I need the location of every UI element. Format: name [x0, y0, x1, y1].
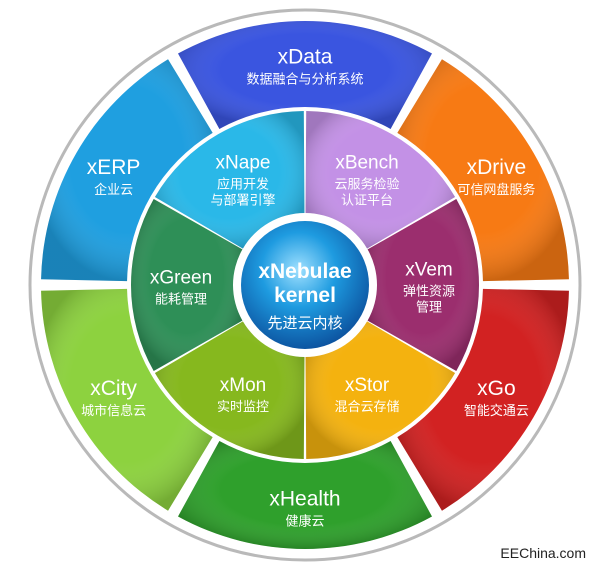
inner-segment-xgreen: xGreen 能耗管理 — [131, 199, 243, 371]
center-hub — [241, 221, 369, 349]
inner-segment-shade — [154, 321, 305, 459]
outer-title-xerp: xERP — [87, 156, 141, 179]
outer-desc-xdrive: 可信网盘服务 — [457, 182, 535, 198]
center-title-line1: xNebulae — [258, 260, 351, 283]
outer-title-xhealth: xHealth — [269, 487, 340, 510]
center-title-line2: kernel — [274, 284, 336, 307]
outer-desc-xhealth: 健康云 — [285, 513, 324, 529]
inner-title-xstor: xStor — [345, 375, 390, 396]
inner-segment-shade — [154, 111, 305, 249]
inner-desc-xbench: 认证平台 — [341, 193, 393, 208]
inner-desc-xmon: 实时监控 — [217, 400, 269, 415]
outer-title-xdata: xData — [278, 45, 333, 68]
outer-segment-xcity: xCity 城市信息云 — [41, 288, 213, 511]
inner-title-xmon: xMon — [220, 375, 266, 396]
inner-title-xgreen: xGreen — [150, 268, 212, 289]
outer-segment-xgo: xGo 智能交通云 — [397, 288, 569, 511]
inner-segment-shade — [305, 321, 456, 459]
outer-segment-shade — [41, 288, 213, 511]
inner-desc-xvem: 管理 — [416, 301, 442, 316]
inner-title-xvem: xVem — [405, 260, 453, 281]
inner-desc-xnape: 应用开发 — [217, 176, 269, 192]
center-subtitle: 先进云内核 — [267, 314, 342, 332]
inner-segment-shade — [131, 199, 243, 371]
outer-ring: xData 数据融合与分析系统 xDrive 可信网盘服务 xGo 智能交通云 xHealt… — [41, 21, 569, 549]
inner-title-xnape: xNape — [216, 152, 271, 173]
outer-title-xcity: xCity — [90, 377, 137, 400]
inner-desc-xstor: 混合云存储 — [334, 400, 399, 415]
inner-segment-xstor: xStor 混合云存储 — [305, 321, 456, 459]
watermark: EEChina.com — [500, 545, 586, 561]
outer-title-xdrive: xDrive — [467, 156, 527, 179]
outer-segment-xerp: xERP 企业云 — [41, 59, 213, 282]
outer-title-xgo: xGo — [477, 377, 516, 400]
inner-segment-xmon: xMon 实时监控 — [154, 321, 305, 459]
outer-desc-xcity: 城市信息云 — [81, 403, 146, 419]
outer-segment-shade — [178, 21, 432, 129]
inner-desc-xnape: 与部署引擎 — [210, 193, 275, 208]
outer-segment-shade — [41, 59, 213, 282]
outer-segment-shade — [397, 288, 569, 511]
inner-desc-xgreen: 能耗管理 — [155, 293, 207, 308]
inner-desc-xbench: 云服务检验 — [334, 176, 399, 192]
outer-segment-xhealth: xHealth 健康云 — [178, 441, 432, 549]
inner-title-xbench: xBench — [335, 152, 398, 173]
outer-desc-xgo: 智能交通云 — [464, 403, 529, 419]
outer-desc-xerp: 企业云 — [94, 182, 133, 198]
inner-segment-shade — [305, 111, 456, 249]
outer-segment-xdata: xData 数据融合与分析系统 — [178, 21, 432, 129]
inner-desc-xvem: 弹性资源 — [403, 285, 455, 300]
outer-segment-shade — [178, 441, 432, 549]
outer-segment-shade — [397, 59, 569, 282]
outer-segment-xdrive: xDrive 可信网盘服务 — [397, 59, 569, 282]
outer-desc-xdata: 数据融合与分析系统 — [246, 72, 363, 87]
inner-segment-shade — [367, 199, 480, 371]
